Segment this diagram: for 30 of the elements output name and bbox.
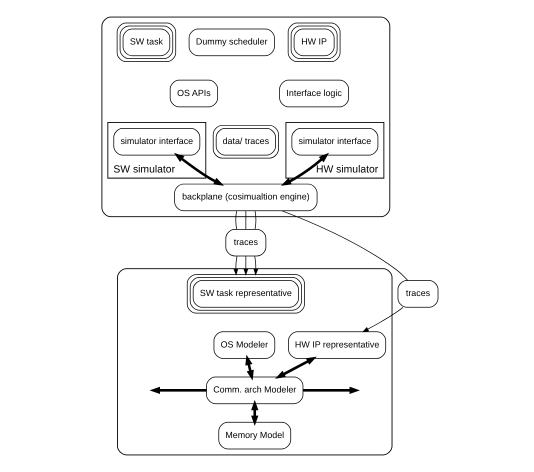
node-box: HW IP bbox=[288, 22, 340, 62]
arrow bbox=[362, 307, 404, 332]
node-box: HW IP representative bbox=[288, 331, 386, 359]
arrow bbox=[303, 386, 360, 394]
node-box: Interface logic bbox=[279, 80, 349, 108]
node-box: Comm. arch Modeler bbox=[206, 376, 304, 404]
arrow bbox=[254, 256, 258, 276]
node-box: SW task bbox=[116, 22, 176, 62]
arrow bbox=[234, 256, 238, 276]
arrow bbox=[280, 152, 330, 186]
arrow bbox=[150, 386, 206, 394]
connector bbox=[245, 210, 246, 230]
node-box: traces bbox=[398, 280, 438, 308]
node-box: OS Modeler bbox=[214, 331, 276, 359]
cluster bbox=[101, 16, 390, 218]
node-box: Memory Model bbox=[218, 422, 292, 450]
node-box: data/ traces bbox=[212, 125, 279, 158]
node-box: backplane (cosimualtion engine) bbox=[174, 184, 318, 212]
node-box: OS APIs bbox=[170, 80, 218, 108]
connector bbox=[254, 210, 256, 230]
connector bbox=[282, 210, 408, 281]
node-box: simulator interface bbox=[291, 128, 378, 156]
node-box: simulator interface bbox=[113, 128, 200, 156]
arrow bbox=[275, 356, 317, 379]
arrow bbox=[174, 152, 224, 186]
node-box: Dummy scheduler bbox=[188, 28, 275, 56]
node-box: SW task representative bbox=[186, 274, 305, 314]
arrow bbox=[244, 256, 248, 276]
node-box: traces bbox=[225, 228, 266, 256]
connector bbox=[235, 210, 238, 230]
